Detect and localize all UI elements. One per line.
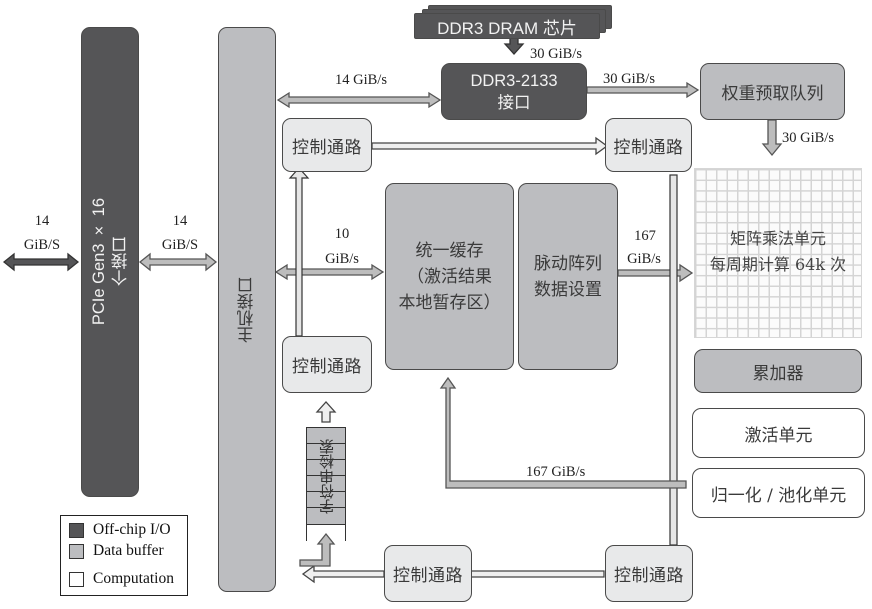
weight-fifo-label: 权重预取队列 <box>721 84 824 104</box>
control-path-bottom-right: 控制通路 <box>605 545 693 602</box>
systolic-setup-block: 脉动阵列 数据设置 <box>518 183 618 370</box>
control-path-label: 控制通路 <box>393 566 463 586</box>
host-ub-bw-value: 10 <box>334 226 350 242</box>
pcie-host-bw-unit: GiB/S <box>161 237 199 253</box>
queue-cell <box>307 427 345 443</box>
instruction-queue-stack <box>306 427 346 541</box>
dram-chip-label: DDR3 DRAM 芯片 <box>437 18 577 38</box>
instruction-queue-label: 字符串检索 <box>306 427 346 525</box>
control-path-label: 控制通路 <box>292 357 362 377</box>
unified-buffer-line3: 本地暂存区） <box>398 292 501 313</box>
ddr-interface-block: DDR3-2133 接口 <box>441 63 587 120</box>
host-ddr-bandwidth-label: 14 GiB/s <box>335 72 387 88</box>
host-interface-label: 主机接口 <box>237 276 256 343</box>
control-path-label: 控制通路 <box>614 566 684 586</box>
weight-matrix-arrow <box>761 119 783 157</box>
legend-item-offchip: Off-chip I/O <box>69 521 171 539</box>
host-ddr-arrow <box>276 91 442 109</box>
setup-matrix-bw-unit: GiB/s <box>627 251 661 267</box>
legend-label-computation: Computation <box>93 570 174 587</box>
ctrl-vertical-pipe <box>288 167 310 337</box>
norm-pool-unit-block: 归一化 / 池化单元 <box>692 468 865 518</box>
host-interface-block: 主机接口 <box>218 27 276 592</box>
legend-label-buffer: Data buffer <box>93 542 164 559</box>
matrix-unit-line1: 矩阵乘法单元 <box>729 229 826 248</box>
unified-buffer-line1: 统一缓存 <box>415 240 484 261</box>
pcie-host-arrow <box>138 252 218 272</box>
pcie-line2: 个接口 <box>112 237 130 287</box>
queue-cell <box>307 459 345 475</box>
dram-chip: DDR3 DRAM 芯片 <box>414 13 600 39</box>
control-path-top-right: 控制通路 <box>605 118 692 172</box>
weight-fifo-block: 权重预取队列 <box>700 63 845 120</box>
host-ub-arrow <box>274 263 385 281</box>
activation-unit-label: 激活单元 <box>744 425 813 446</box>
host-ub-bw-unit: GiB/s <box>325 251 359 267</box>
pcie-line1: PCIe Gen3 × 16 <box>90 198 108 326</box>
activation-unit-block: 激活单元 <box>692 408 865 458</box>
legend-swatch-offchip <box>69 522 84 538</box>
control-path-label: 控制通路 <box>613 137 684 158</box>
setup-matrix-arrow <box>617 263 694 283</box>
legend-label-offchip: Off-chip I/O <box>93 521 171 538</box>
pcie-interface-block: PCIe Gen3 × 16 个接口 <box>81 27 139 497</box>
feedback-pipe <box>439 376 687 489</box>
control-path-top-left: 控制通路 <box>282 118 372 172</box>
systolic-setup-line1: 脉动阵列 <box>534 253 602 274</box>
ddr-weight-bandwidth-label: 30 GiB/s <box>603 71 655 87</box>
external-pcie-arrow <box>2 252 80 272</box>
legend-swatch-computation <box>69 571 84 587</box>
dram-bandwidth-label: 30 GiB/s <box>530 46 582 62</box>
legend: Off-chip I/O Data buffer Computation <box>60 515 188 596</box>
ddr-weight-arrow <box>586 81 700 99</box>
accumulators-label: 累加器 <box>752 363 804 384</box>
control-path-bottom-left: 控制通路 <box>384 545 472 602</box>
ctrl-to-left-arrow <box>301 564 385 584</box>
legend-item-computation: Computation <box>69 570 174 588</box>
pcie-label: PCIe Gen3 × 16 个接口 <box>88 198 132 325</box>
systolic-setup-line2: 数据设置 <box>534 279 602 300</box>
queue-cell <box>307 507 345 525</box>
stack-input-arrow <box>299 532 336 567</box>
norm-pool-unit-label: 归一化 / 池化单元 <box>710 485 847 506</box>
legend-swatch-buffer <box>69 543 84 559</box>
right-vertical-pipe <box>669 174 678 546</box>
queue-cell <box>307 475 345 491</box>
matrix-multiply-label: 矩阵乘法单元 每周期计算 64k 次 <box>694 226 862 278</box>
control-path-label: 控制通路 <box>292 137 362 158</box>
bottom-ctrl-arrow <box>457 564 605 584</box>
unified-buffer-block: 统一缓存 （激活结果 本地暂存区） <box>385 183 514 370</box>
unified-buffer-line2: （激活结果 <box>407 266 492 287</box>
external-bw-unit: GiB/S <box>23 237 61 253</box>
setup-matrix-bw-value: 167 <box>634 228 656 244</box>
control-path-middle-left: 控制通路 <box>282 336 372 393</box>
instruction-queue-text: 字符串检索 <box>317 438 336 514</box>
weight-matrix-bandwidth-label: 30 GiB/s <box>782 130 834 146</box>
pcie-host-bw-value: 14 <box>172 213 188 229</box>
legend-item-buffer: Data buffer <box>69 542 164 560</box>
queue-cell <box>307 491 345 507</box>
ddr-interface-line2: 接口 <box>497 93 531 112</box>
queue-cell <box>307 443 345 459</box>
matrix-unit-line2: 每周期计算 64k 次 <box>709 255 847 274</box>
ddr-interface-line1: DDR3-2133 <box>470 71 558 90</box>
feedback-bandwidth-label: 167 GiB/s <box>526 464 586 480</box>
stack-to-ctrl-arrow <box>315 401 337 423</box>
external-bw-value: 14 <box>34 213 50 229</box>
accumulators-block: 累加器 <box>694 349 862 393</box>
matrix-multiply-grid <box>694 168 862 338</box>
ctrl-to-ctrl-arrow <box>371 136 609 156</box>
